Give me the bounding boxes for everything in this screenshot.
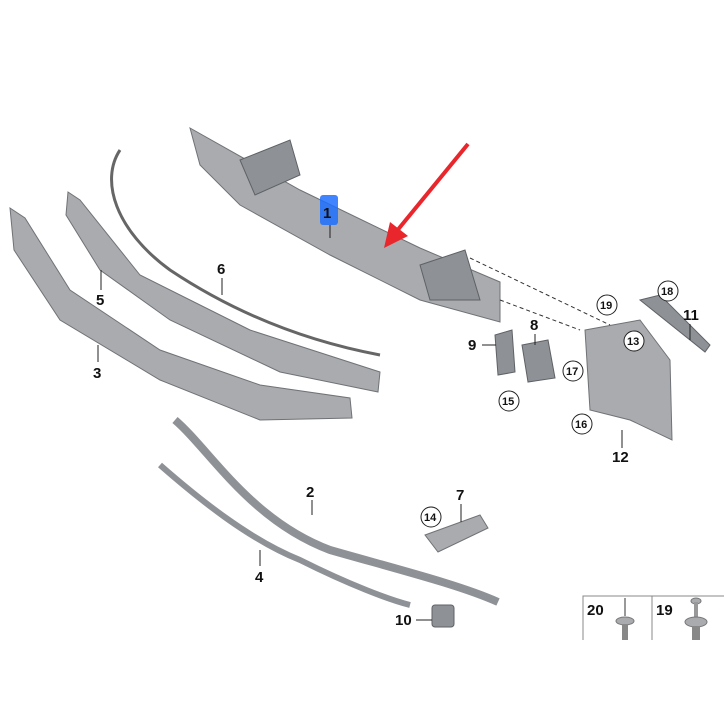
label-7[interactable]: 7 [456, 487, 464, 504]
part-9-bracket[interactable] [494, 329, 516, 376]
callout-16[interactable]: 16 [571, 413, 593, 435]
svg-text:13: 13 [627, 336, 639, 348]
legend-20-label: 20 [587, 602, 604, 619]
label-12[interactable]: 12 [612, 449, 629, 466]
label-6[interactable]: 6 [217, 261, 225, 278]
callout-15[interactable]: 15 [498, 390, 520, 412]
part-12-holder[interactable] [584, 319, 673, 441]
red-arrow-icon [384, 142, 470, 248]
callout-18[interactable]: 18 [657, 280, 679, 302]
part-4-strip[interactable] [158, 462, 411, 608]
svg-text:16: 16 [575, 419, 587, 431]
label-9[interactable]: 9 [468, 337, 476, 354]
push-rivet-large-icon [684, 597, 708, 640]
label-2[interactable]: 2 [306, 484, 314, 501]
svg-text:17: 17 [566, 366, 578, 378]
part-7-bracket[interactable] [424, 514, 489, 553]
callout-19[interactable]: 19 [596, 294, 618, 316]
highlight-box [320, 195, 338, 225]
part-8-bracket[interactable] [521, 339, 556, 383]
push-rivet-small-icon [615, 598, 635, 640]
svg-text:14: 14 [424, 512, 437, 524]
callout-13[interactable]: 13 [623, 330, 645, 352]
part-10-clip[interactable] [431, 604, 455, 628]
assembly-line [469, 257, 611, 326]
label-4[interactable]: 4 [255, 569, 264, 586]
callout-17[interactable]: 17 [562, 360, 584, 382]
part-1-bumper-beam[interactable] [189, 126, 501, 323]
label-10[interactable]: 10 [395, 612, 412, 629]
part-11-bracket[interactable] [638, 294, 711, 353]
label-1[interactable]: 1 [323, 205, 331, 222]
svg-text:15: 15 [502, 396, 514, 408]
part-6-wire[interactable] [110, 149, 381, 357]
assembly-line [499, 299, 581, 331]
part-2-strip[interactable] [172, 416, 500, 606]
svg-text:18: 18 [661, 286, 673, 298]
svg-text:19: 19 [600, 300, 612, 312]
callout-14[interactable]: 14 [420, 506, 442, 528]
label-11[interactable]: 11 [683, 307, 699, 324]
label-3[interactable]: 3 [93, 365, 101, 382]
part-3-support[interactable] [9, 207, 353, 421]
label-5[interactable]: 5 [96, 292, 104, 309]
legend-19-label: 19 [656, 602, 673, 619]
part-5-absorber[interactable] [65, 191, 381, 393]
fastener-legend: 20 19 [582, 595, 724, 640]
label-8[interactable]: 8 [530, 317, 538, 334]
